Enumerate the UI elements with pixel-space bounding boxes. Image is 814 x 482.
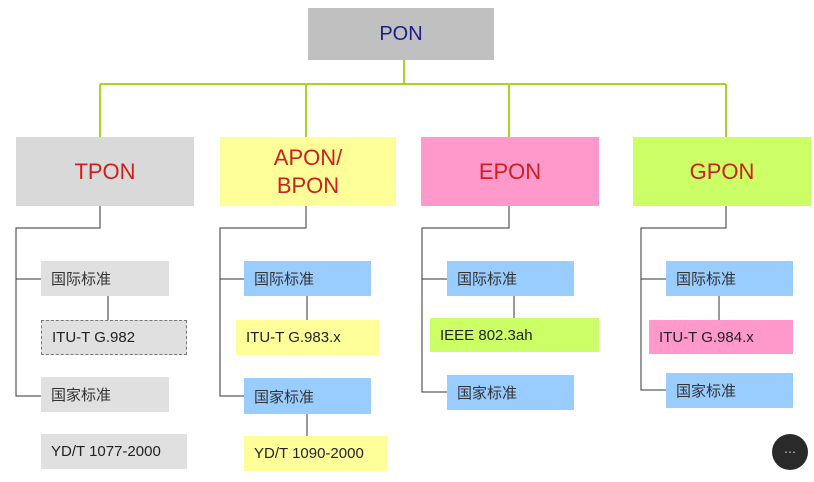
tpon-intl-standard-label: 国际标准 (51, 271, 112, 288)
category-label-tpon: TPON (74, 158, 136, 184)
epon-intl-standard: 国际标准 (447, 261, 574, 296)
category-node-tpon: TPON (16, 137, 194, 206)
apon-national-value-text: YD/T 1090-2000 (254, 445, 364, 462)
category-label-epon: EPON (478, 158, 542, 184)
gpon-intl-standard-label: 国际标准 (676, 271, 737, 288)
epon-national-standard: 国家标准 (447, 375, 574, 410)
tpon-national-standard-value: YD/T 1077-2000 (41, 434, 187, 469)
epon-intl-value-text: IEEE 802.3ah (440, 326, 533, 344)
tpon-intl-value-text: ITU-T G.982 (52, 329, 136, 346)
tpon-national-standard: 国家标准 (41, 377, 169, 412)
gpon-national-standard-label: 国家标准 (676, 383, 737, 400)
tpon-intl-standard-value: ITU-T G.982 (41, 320, 187, 355)
apon-intl-standard-label: 国际标准 (254, 271, 315, 288)
epon-intl-standard-label: 国际标准 (457, 271, 518, 288)
root-node-pon: PON (308, 8, 494, 60)
apon-intl-value-text: ITU-T G.983.x (246, 329, 341, 346)
gpon-intl-value-text: ITU-T G.984.x (659, 328, 754, 346)
epon-intl-standard-value: IEEE 802.3ah (430, 318, 599, 352)
watermark-badge-icon: ⋯ (772, 434, 808, 470)
apon-intl-standard: 国际标准 (244, 261, 371, 296)
apon-national-standard-label: 国家标准 (254, 388, 315, 406)
apon-intl-standard-value: ITU-T G.983.x (236, 320, 379, 355)
tpon-intl-standard: 国际标准 (41, 261, 169, 296)
tpon-national-standard-label: 国家标准 (51, 387, 112, 404)
tpon-national-value-text: YD/T 1077-2000 (51, 443, 161, 460)
gpon-intl-standard-value: ITU-T G.984.x (649, 320, 793, 354)
apon-national-standard: 国家标准 (244, 378, 371, 414)
epon-national-standard-label: 国家标准 (457, 385, 518, 402)
category-node-gpon: GPON (633, 137, 811, 206)
apon-national-standard-value: YD/T 1090-2000 (244, 436, 387, 471)
category-label-apon-bpon: APON/ BPON (273, 144, 343, 198)
category-node-apon-bpon: APON/ BPON (220, 137, 396, 206)
category-label-gpon: GPON (689, 158, 755, 184)
gpon-intl-standard: 国际标准 (666, 261, 793, 296)
gpon-national-standard: 国家标准 (666, 373, 793, 408)
root-node-label: PON (379, 22, 423, 45)
category-node-epon: EPON (421, 137, 599, 206)
